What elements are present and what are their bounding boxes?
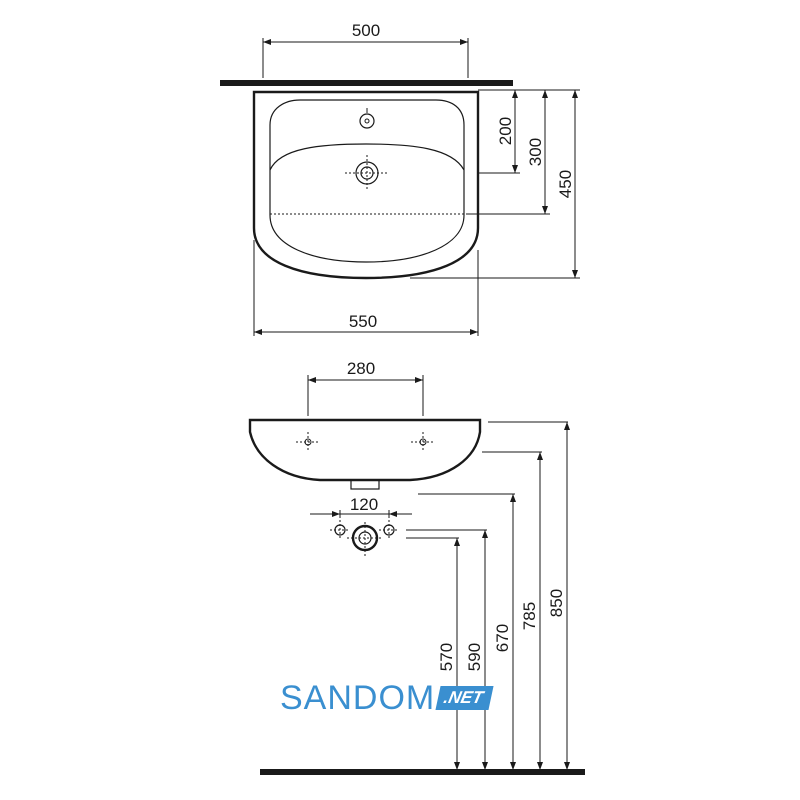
supply-valve-right [379, 520, 399, 540]
wall-line-top [220, 80, 513, 86]
fixing-mark-right [411, 432, 435, 452]
tap-hole [359, 108, 375, 129]
drain [345, 155, 389, 191]
dimension-550: 550 [253, 240, 479, 336]
basin-bowl [269, 99, 465, 263]
dimension-785: 785 [520, 452, 543, 770]
basin-outline [252, 90, 480, 280]
basin-outlet [350, 479, 380, 490]
fixing-mark-left [296, 432, 320, 452]
dimension-450: 450 [410, 89, 580, 279]
dim-label-590: 590 [465, 643, 484, 671]
sandom-watermark-logo: SANDOM .NET [280, 679, 494, 717]
floor-line [260, 769, 585, 775]
basin-front-profile [248, 418, 482, 482]
dim-label-850: 850 [547, 589, 566, 617]
dim-label-280: 280 [347, 359, 375, 378]
dim-label-785: 785 [520, 602, 539, 630]
basin-ledge [269, 143, 465, 171]
supply-valve-left [330, 520, 350, 540]
dimension-670: 670 [493, 494, 516, 770]
dim-label-500: 500 [352, 21, 380, 40]
dimension-570: 570 [437, 538, 460, 770]
front-view: 280 120 [248, 359, 585, 775]
dimension-300: 300 [466, 89, 550, 215]
dim-label-570: 570 [437, 643, 456, 671]
dimension-850: 850 [547, 422, 570, 770]
dimension-120: 120 [310, 495, 412, 518]
dimension-590: 590 [465, 530, 488, 770]
dim-label-200: 200 [496, 117, 515, 145]
dimension-500: 500 [262, 21, 469, 78]
dim-label-450: 450 [556, 170, 575, 198]
watermark-text: SANDOM [280, 679, 436, 717]
dimension-280: 280 [307, 359, 424, 416]
dim-label-120: 120 [350, 495, 378, 514]
watermark-badge: .NET [435, 686, 494, 710]
waste-outlet [347, 522, 383, 556]
dim-label-300: 300 [526, 138, 545, 166]
dim-label-550: 550 [349, 312, 377, 331]
dim-label-670: 670 [493, 624, 512, 652]
top-view: 500 200 [220, 21, 580, 336]
dimension-200: 200 [478, 89, 520, 174]
